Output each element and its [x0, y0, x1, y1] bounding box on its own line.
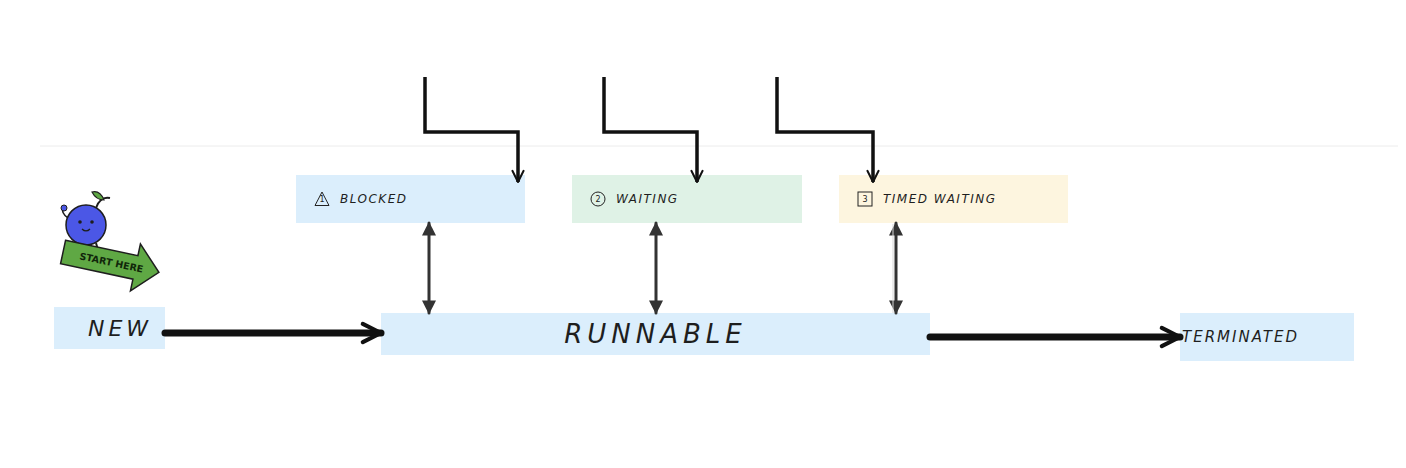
transition-arrow [165, 330, 381, 337]
entry-arrow [425, 77, 518, 182]
state-box: TERMINATED [1180, 313, 1354, 361]
state-box: 1 BLOCKED [296, 175, 525, 223]
state-icon: 2 [590, 191, 606, 207]
state-name: BLOCKED [340, 192, 408, 206]
state-box: RUNNABLE [381, 313, 930, 355]
transition-arrow [930, 334, 1180, 341]
callout-number: 1 [314, 191, 330, 207]
start-label: START HERE [78, 250, 144, 274]
state-name: TERMINATED [1182, 328, 1299, 346]
callout-number: 2 [590, 191, 606, 207]
state-name: RUNNABLE [564, 319, 747, 349]
callout-number: 3 [857, 191, 873, 207]
state-name: NEW [88, 316, 152, 341]
state-box: 2 WAITING [572, 175, 802, 223]
double-arrow [895, 223, 898, 313]
state-box: 3 TIMED WAITING [839, 175, 1068, 223]
state-name: TIMED WAITING [883, 192, 997, 206]
entry-arrow [604, 77, 697, 182]
start-arrow-shape [58, 229, 164, 296]
state-icon: 1 [314, 191, 330, 207]
divider-line [40, 146, 1398, 147]
guide-line [893, 224, 894, 313]
double-arrow [428, 223, 431, 313]
entry-arrow [777, 77, 873, 182]
state-icon: 3 [857, 191, 873, 207]
state-name: WAITING [616, 192, 679, 206]
double-arrow [655, 223, 658, 313]
state-box: NEW [54, 307, 165, 349]
mascot-cherry [61, 192, 110, 252]
